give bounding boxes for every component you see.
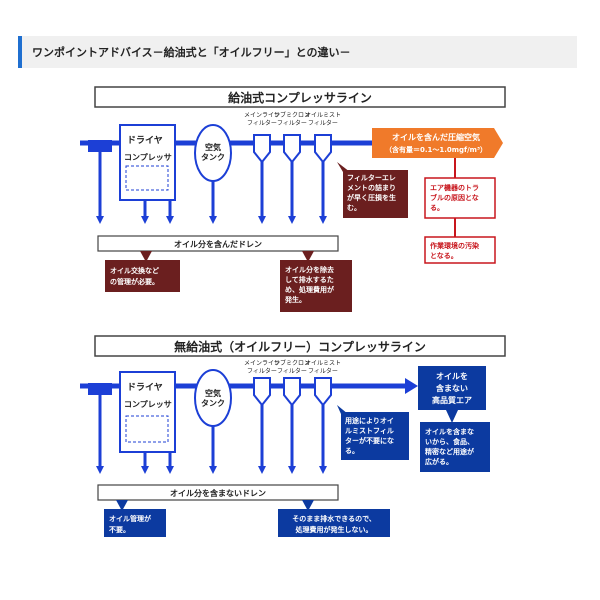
oil-filter-mist — [314, 134, 332, 164]
oil-filter-mist-label-2: フィルター — [308, 119, 338, 127]
free-intake-block — [88, 383, 112, 395]
oil-note-env — [424, 236, 496, 264]
free-output-line-3: 高品質エア — [432, 395, 472, 405]
oil-note-trouble-line-3: る。 — [430, 204, 444, 212]
free-note-maint-line-1: オイル管理が — [109, 514, 151, 523]
oil-note-drain-line-1: オイル分を除去 — [285, 265, 334, 274]
free-filter-mist-label-1: オイルミスト — [305, 360, 341, 367]
free-filter-submicron — [283, 377, 301, 407]
free-note-filter-line-4: る。 — [345, 447, 359, 455]
free-drain-label: オイル分を含まないドレン — [170, 488, 266, 498]
free-note-uses-line-4: 広がる。 — [425, 457, 453, 466]
free-air-tank — [194, 369, 232, 427]
free-main-arrowhead — [405, 378, 418, 394]
oil-note-env-line-2: となる。 — [430, 251, 458, 260]
oil-note-filter-line-1: フィルターエレ — [347, 173, 396, 182]
oil-filter-submicron — [283, 134, 301, 164]
oil-note-filter-line-2: メントの詰まり — [347, 183, 396, 192]
oil-drain-box — [97, 235, 339, 252]
oil-compressor-label: コンプレッサ — [124, 152, 172, 162]
free-compressor-tank-outline — [125, 415, 169, 443]
oil-note-maint — [105, 260, 180, 292]
free-filter-mist-label-2: フィルター — [308, 367, 338, 375]
free-filter-main-label-2: フィルター — [247, 367, 277, 375]
free-note-filter-pointer — [337, 405, 348, 414]
free-title-box — [94, 335, 506, 357]
oil-filter-main-label-1: メインライン — [244, 112, 280, 119]
free-title: 無給油式（オイルフリー）コンプレッサライン — [174, 339, 426, 354]
free-note-filter-line-2: ルミストフィル — [345, 427, 394, 435]
oil-tank-label-2: タンク — [201, 152, 225, 162]
free-note-uses-line-1: オイルを含まな — [425, 427, 474, 436]
oil-note-maint-line-1: オイル交換など — [110, 266, 159, 275]
oil-note-drain-line-2: して排水するた — [285, 275, 334, 284]
oil-filter-main-label-2: フィルター — [247, 119, 277, 127]
free-output-box — [418, 366, 486, 410]
oil-note-drain-line-4: 発生。 — [284, 295, 306, 304]
oilfree-section: 無給油式（オイルフリー）コンプレッサライン ドライヤ コンプレッサ 空気 タンク… — [80, 335, 506, 537]
oil-tank-label-1: 空気 — [205, 142, 221, 152]
oil-air-tank — [194, 124, 232, 182]
oil-dryer-label: ドライヤ — [127, 135, 163, 146]
oil-section: 給油式コンプレッサライン ドライヤ コンプレッサ 空気 タンク メインライン フ… — [80, 86, 506, 312]
oil-note-trouble — [424, 177, 496, 219]
oil-drain-label: オイル分を含んだドレン — [174, 239, 262, 249]
oil-note-drain — [280, 260, 352, 312]
free-tank-label-2: タンク — [201, 398, 225, 408]
free-note-drain-line-1: そのまま排水できるので、 — [292, 514, 376, 523]
oil-intake-block — [88, 140, 112, 152]
oil-filter-submicron-label-2: フィルター — [277, 119, 307, 127]
oil-note-maint-line-2: の管理が必要。 — [110, 277, 159, 286]
free-tank-label-1: 空気 — [205, 388, 221, 398]
oil-title: 給油式コンプレッサライン — [228, 90, 372, 105]
oil-note-drain-pointer — [302, 251, 314, 262]
oil-note-trouble-line-2: ブルの原因とな — [430, 193, 479, 202]
oil-filter-mist-label-1: オイルミスト — [305, 112, 341, 119]
section-title: ワンポイントアドバイス－給油式と「オイルフリー」との違い－ — [32, 46, 351, 59]
free-note-uses-line-3: 精密など用途が — [425, 447, 474, 456]
free-note-filter-line-3: ターが不要にな — [345, 436, 394, 445]
free-filter-submicron-label-2: フィルター — [277, 367, 307, 375]
free-note-drain-line-2: 処理費用が発生しない。 — [295, 525, 373, 534]
free-compressor-unit — [119, 371, 176, 453]
oil-note-maint-pointer — [140, 251, 152, 262]
free-note-maint-line-2: 不要。 — [109, 525, 130, 534]
oil-filter-submicron-label-1: サブミクロン — [274, 111, 310, 119]
oil-compressor-tank-outline — [125, 165, 169, 191]
free-compressor-label: コンプレッサ — [124, 399, 172, 409]
free-note-uses-pointer — [446, 410, 458, 423]
free-drain-box — [97, 484, 339, 501]
free-filter-main — [253, 377, 271, 407]
free-output-line-2: 含まない — [436, 383, 468, 393]
section-header: ワンポイントアドバイス－給油式と「オイルフリー」との違い－ — [18, 36, 577, 68]
free-filter-mist — [314, 377, 332, 407]
free-note-maint-pointer — [116, 500, 128, 511]
oil-compressor-unit — [119, 124, 176, 201]
free-note-uses — [420, 422, 490, 472]
oil-note-drain-line-3: め、処理費用が — [285, 285, 334, 294]
oil-title-box — [94, 86, 506, 108]
free-note-filter-line-1: 用途によりオイ — [345, 416, 394, 425]
free-filter-main-label-1: メインライン — [244, 360, 280, 367]
free-note-maint — [104, 509, 166, 537]
free-note-drain-pointer — [302, 500, 314, 511]
oil-note-filter — [343, 170, 408, 218]
free-dryer-label: ドライヤ — [127, 382, 163, 393]
free-note-uses-line-2: いから、食品、 — [425, 437, 474, 446]
oil-filter-main — [253, 134, 271, 164]
free-filter-submicron-label-1: サブミクロン — [274, 359, 310, 367]
oil-note-filter-line-3: が早く圧損を生 — [347, 193, 396, 202]
oil-note-filter-line-4: む。 — [347, 204, 361, 212]
oil-note-filter-pointer — [337, 162, 350, 172]
free-note-drain — [278, 509, 390, 537]
oil-output-arrow — [372, 128, 503, 158]
oil-note-env-line-1: 作業環境の汚染 — [430, 241, 480, 250]
oil-output-label-2: （含有量＝0.1～1.0mgf/m³） — [385, 145, 487, 154]
free-note-filter — [341, 412, 409, 460]
oil-output-label-1: オイルを含んだ圧縮空気 — [392, 132, 480, 142]
free-output-line-1: オイルを — [436, 372, 468, 381]
oil-note-trouble-line-1: エア機器のトラ — [430, 183, 479, 192]
